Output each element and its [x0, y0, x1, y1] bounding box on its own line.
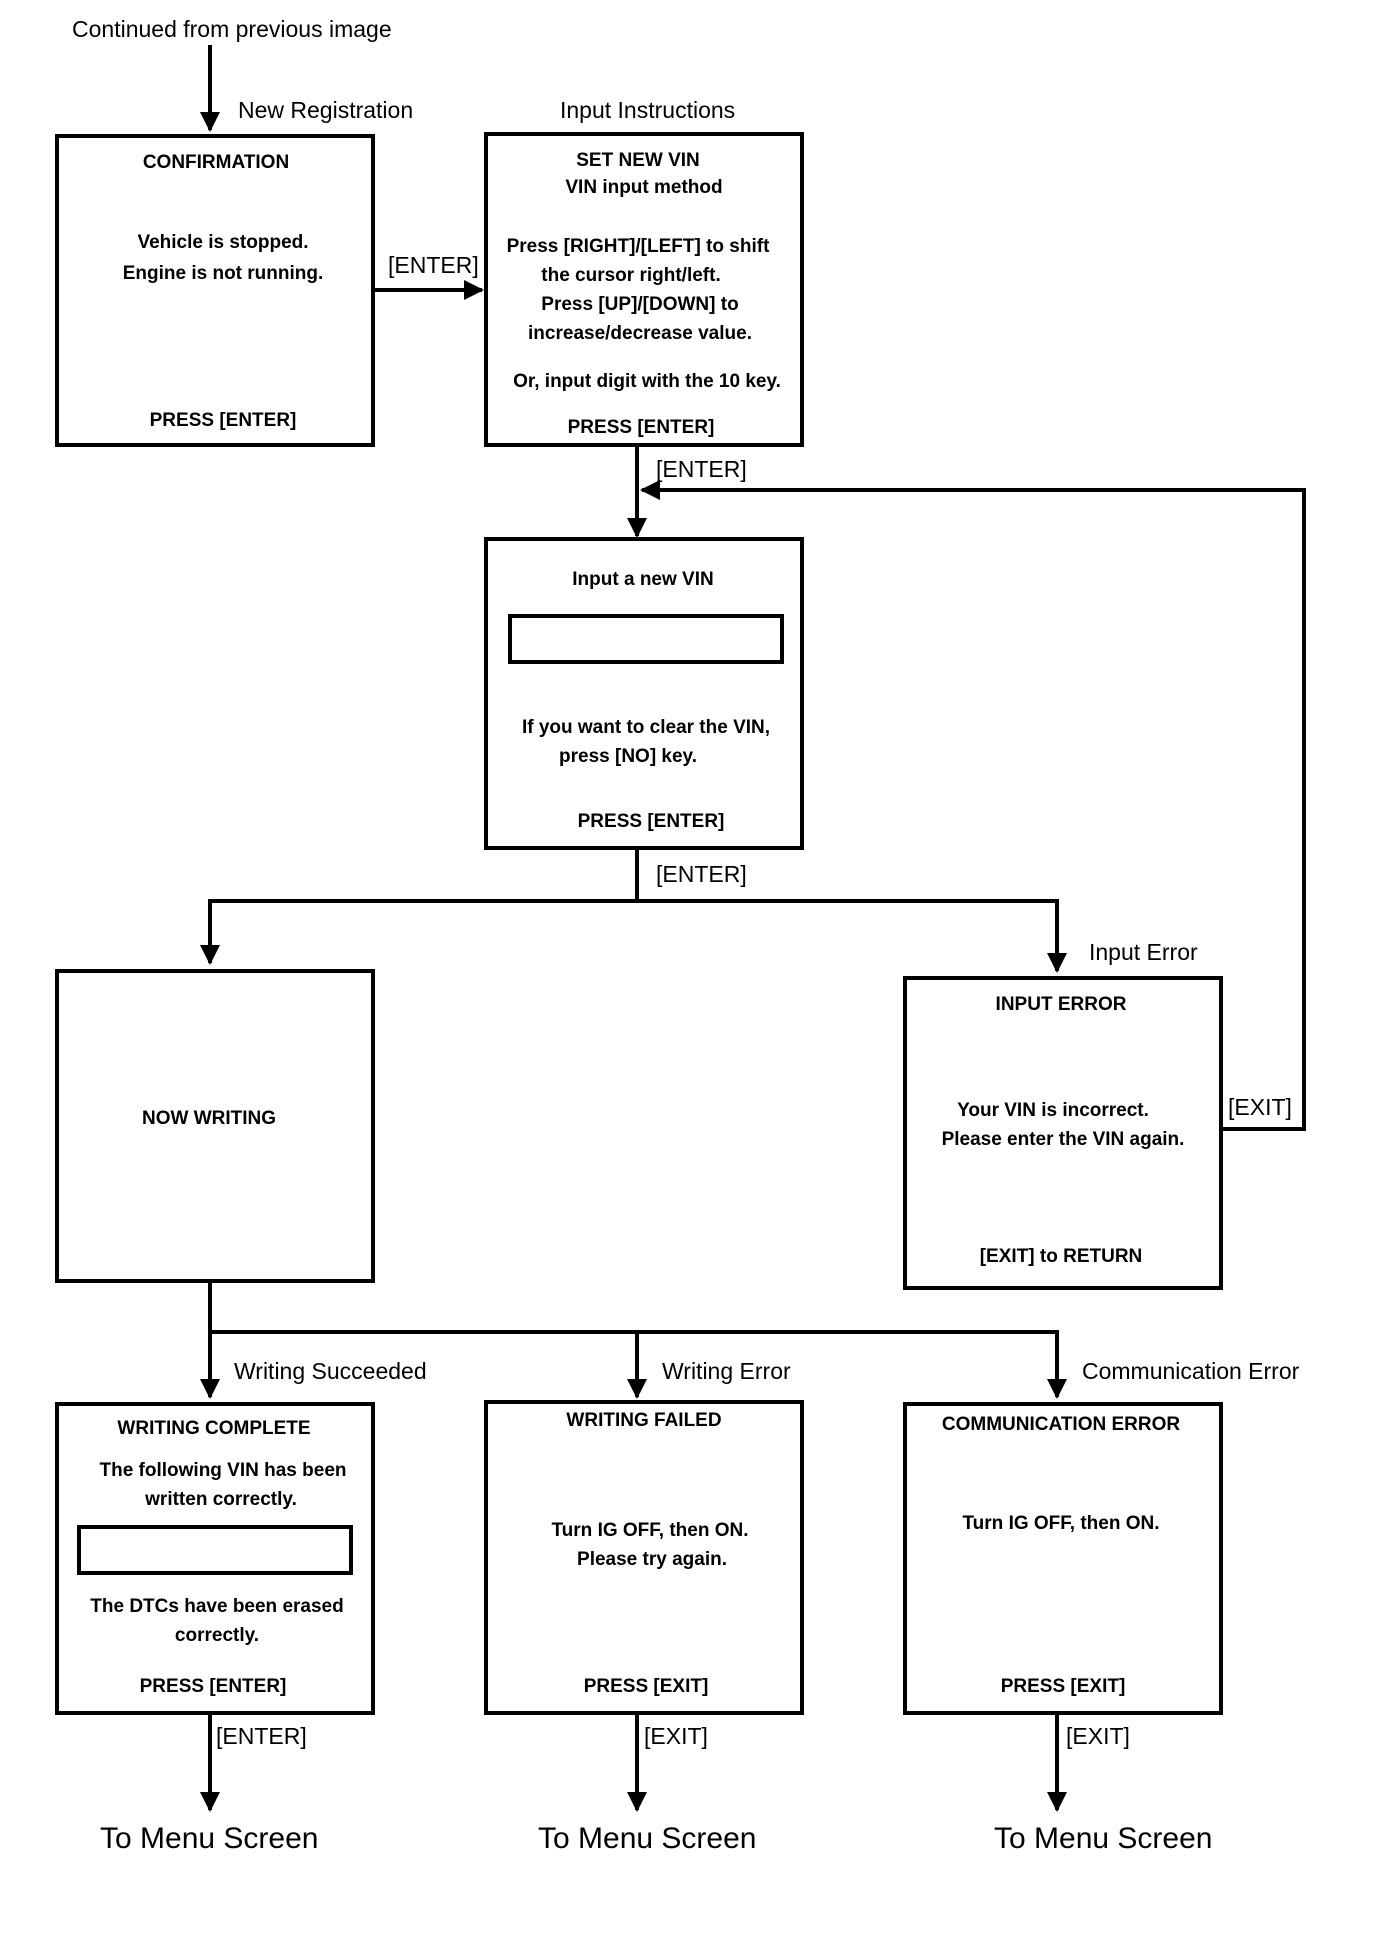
label-writing-error: Writing Error: [662, 1358, 791, 1384]
label-exit-2: [EXIT]: [1066, 1723, 1130, 1749]
set-new-vin-line-5: Or, input digit with the 10 key.: [513, 371, 781, 392]
label-writing-succeeded: Writing Succeeded: [234, 1358, 427, 1384]
writing-complete-title: WRITING COMPLETE: [117, 1418, 311, 1439]
input-new-vin-title: Input a new VIN: [572, 569, 714, 590]
label-new-registration: New Registration: [238, 97, 414, 123]
label-input-error: Input Error: [1089, 939, 1198, 965]
set-new-vin-line-3: Press [UP]/[DOWN] to: [541, 294, 739, 315]
set-new-vin-subtitle: VIN input method: [565, 177, 723, 198]
confirmation-line-2: Engine is not running.: [122, 263, 324, 284]
writing-complete-line-3: The DTCs have been erased: [90, 1596, 344, 1617]
input-error-footer: [EXIT] to RETURN: [979, 1246, 1143, 1267]
set-new-vin-line-4: increase/decrease value.: [528, 323, 752, 344]
vin-entry-field: [508, 614, 784, 664]
destination-menu-screen-2: To Menu Screen: [538, 1822, 757, 1855]
communication-error-line-1: Turn IG OFF, then ON.: [962, 1513, 1160, 1534]
input-error-line-1: Your VIN is incorrect.: [957, 1100, 1149, 1121]
writing-complete-line-4: correctly.: [174, 1625, 260, 1646]
writing-complete-line-1: The following VIN has been: [99, 1460, 347, 1481]
screen-input-error: INPUT ERROR Your VIN is incorrect. Pleas…: [903, 976, 1223, 1290]
screen-now-writing: NOW WRITING: [55, 969, 375, 1283]
confirmation-line-1: Vehicle is stopped.: [137, 232, 309, 253]
screen-communication-error: COMMUNICATION ERROR Turn IG OFF, then ON…: [903, 1402, 1223, 1715]
label-exit-1: [EXIT]: [644, 1723, 708, 1749]
line-branch-input-error: [637, 899, 1067, 973]
screen-set-new-vin: SET NEW VIN VIN input method Press [RIGH…: [484, 132, 804, 447]
line-exit-loop: [642, 488, 1306, 1131]
set-new-vin-footer: PRESS [ENTER]: [567, 417, 715, 438]
label-enter-1: [ENTER]: [388, 252, 479, 278]
label-input-instructions: Input Instructions: [560, 97, 736, 123]
communication-error-title: COMMUNICATION ERROR: [941, 1414, 1181, 1435]
input-new-vin-footer: PRESS [ENTER]: [577, 811, 725, 832]
writing-failed-title: WRITING FAILED: [566, 1410, 722, 1431]
label-exit-loop: [EXIT]: [1228, 1094, 1292, 1120]
label-enter-4: [ENTER]: [216, 1723, 307, 1749]
screen-confirmation: CONFIRMATION Vehicle is stopped. Engine …: [55, 134, 375, 447]
input-error-title: INPUT ERROR: [995, 994, 1127, 1015]
label-enter-2: [ENTER]: [656, 456, 747, 482]
destination-menu-screen-3: To Menu Screen: [994, 1822, 1213, 1855]
now-writing-title: NOW WRITING: [141, 1108, 277, 1129]
written-vin-field: [77, 1525, 353, 1575]
set-new-vin-line-2: the cursor right/left.: [541, 265, 721, 286]
communication-error-footer: PRESS [EXIT]: [1000, 1676, 1126, 1697]
confirmation-footer: PRESS [ENTER]: [149, 410, 297, 431]
screen-input-new-vin: Input a new VIN If you want to clear the…: [484, 537, 804, 850]
confirmation-title: CONFIRMATION: [142, 152, 290, 173]
writing-complete-footer: PRESS [ENTER]: [139, 1676, 287, 1697]
input-new-vin-line-2: press [NO] key.: [559, 746, 697, 767]
writing-failed-line-2: Please try again.: [577, 1549, 727, 1570]
destination-menu-screen-1: To Menu Screen: [100, 1822, 319, 1855]
writing-failed-line-1: Turn IG OFF, then ON.: [551, 1520, 749, 1541]
line-branch-from-now-writing: [208, 1283, 1067, 1399]
set-new-vin-title: SET NEW VIN: [576, 150, 700, 171]
screen-writing-failed: WRITING FAILED Turn IG OFF, then ON. Ple…: [484, 1400, 804, 1715]
screen-writing-complete: WRITING COMPLETE The following VIN has b…: [55, 1402, 375, 1715]
set-new-vin-line-1: Press [RIGHT]/[LEFT] to shift: [506, 236, 770, 257]
label-communication-error: Communication Error: [1082, 1358, 1300, 1384]
input-error-line-2: Please enter the VIN again.: [941, 1129, 1185, 1150]
input-new-vin-line-1: If you want to clear the VIN,: [521, 717, 771, 738]
writing-failed-footer: PRESS [EXIT]: [583, 1676, 709, 1697]
continued-label: Continued from previous image: [72, 16, 392, 42]
writing-complete-line-2: written correctly.: [145, 1489, 297, 1510]
line-branch-from-input-new-vin: [200, 848, 639, 965]
label-enter-3: [ENTER]: [656, 861, 747, 887]
